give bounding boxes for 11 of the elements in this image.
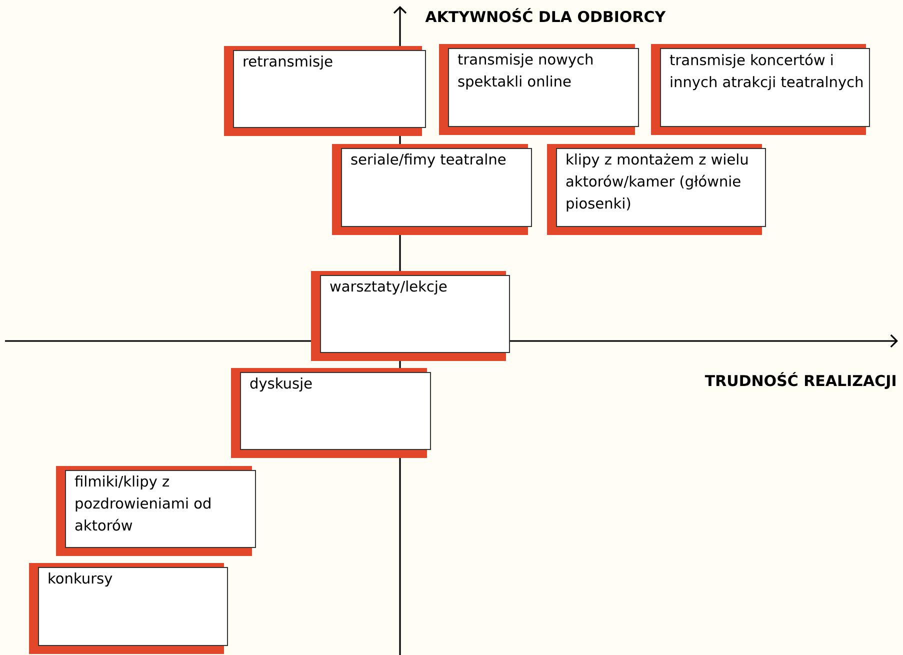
idea-card: konkursy xyxy=(29,563,228,654)
axis-label: TRUDNOŚĆ REALIZACJI xyxy=(704,372,896,389)
axis-label: AKTYWNOŚĆ DLA ODBIORCY xyxy=(425,8,666,22)
idea-card: retransmisje xyxy=(224,46,426,136)
idea-card: transmisje koncertów i innych atrakcji teatralnych xyxy=(651,44,870,135)
idea-card: warsztaty/lekcje xyxy=(311,271,510,361)
idea-card: klipy z montażem z wielu aktorów/kamer (głównie piosenki) xyxy=(547,144,766,235)
idea-card: filmiki/klipy z pozdrowieniami od aktorów xyxy=(56,466,256,556)
idea-card: seriale/fimy teatralne xyxy=(332,144,532,235)
idea-card: dyskusje xyxy=(231,368,431,458)
idea-card: transmisje nowych spektakli online xyxy=(439,44,639,135)
